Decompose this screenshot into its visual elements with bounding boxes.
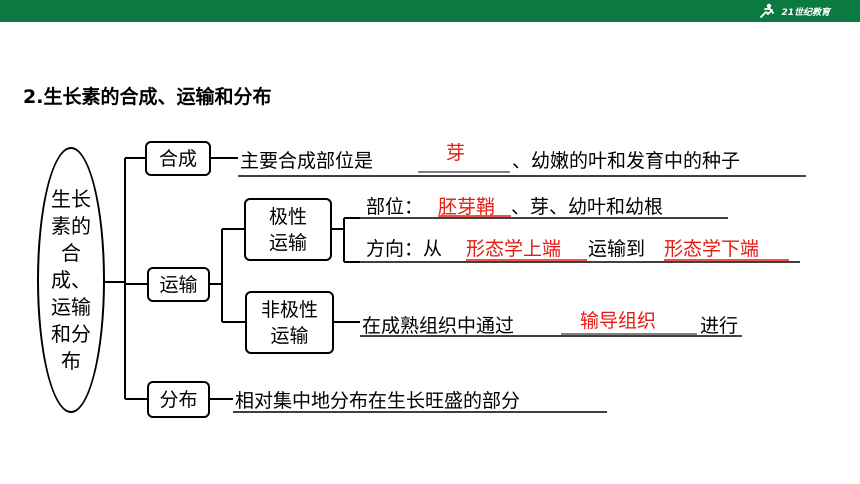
polar-direction-prefix: 方向：从 <box>366 238 443 260</box>
nonpolar-answer: 输导组织 <box>580 310 657 332</box>
node-nonpolar-transport: 非极性运输 <box>245 291 334 354</box>
root-node-label: 生长素的合成、运输和分布 <box>51 186 91 373</box>
synthesis-row: 主要合成部位是 <box>240 146 373 173</box>
polar-direction-answer-upper: 形态学上端 <box>466 238 562 260</box>
node-synthesis: 合成 <box>145 141 211 176</box>
node-transport: 运输 <box>147 267 210 302</box>
polar-site-suffix: 、芽、幼叶和幼根 <box>511 196 664 218</box>
polar-site-prefix: 部位： <box>366 196 424 218</box>
synthesis-answer: 芽 <box>446 142 466 164</box>
node-nonpolar-label: 非极性运输 <box>260 298 318 347</box>
polar-site-answer: 胚芽鞘 <box>438 196 496 218</box>
runner-logo-icon <box>760 3 775 18</box>
node-distribution: 分布 <box>147 381 210 418</box>
distribution-text: 相对集中地分布在生长旺盛的部分 <box>235 390 521 412</box>
node-distribution-label: 分布 <box>159 388 198 411</box>
slide-title: 2.生长素的合成、运输和分布 <box>23 86 272 108</box>
node-synthesis-label: 合成 <box>158 147 197 170</box>
polar-direction-answer-lower: 形态学下端 <box>664 238 760 260</box>
synthesis-prefix: 主要合成部位是 <box>240 150 374 172</box>
node-transport-label: 运输 <box>159 273 198 296</box>
site-logo: 21世纪教育 <box>757 2 830 20</box>
synthesis-suffix: 、幼嫩的叶和发育中的种子 <box>512 150 741 172</box>
top-banner: 21世纪教育 <box>0 0 860 22</box>
node-polar-transport: 极性运输 <box>244 198 332 261</box>
node-polar-label: 极性运输 <box>268 205 307 254</box>
nonpolar-suffix: 进行 <box>700 315 739 337</box>
root-node-auxin: 生长素的合成、运输和分布 <box>37 147 105 413</box>
polar-direction-middle: 运输到 <box>588 238 646 260</box>
nonpolar-prefix: 在成熟组织中通过 <box>362 315 515 337</box>
logo-text: 21世纪教育 <box>781 7 830 18</box>
